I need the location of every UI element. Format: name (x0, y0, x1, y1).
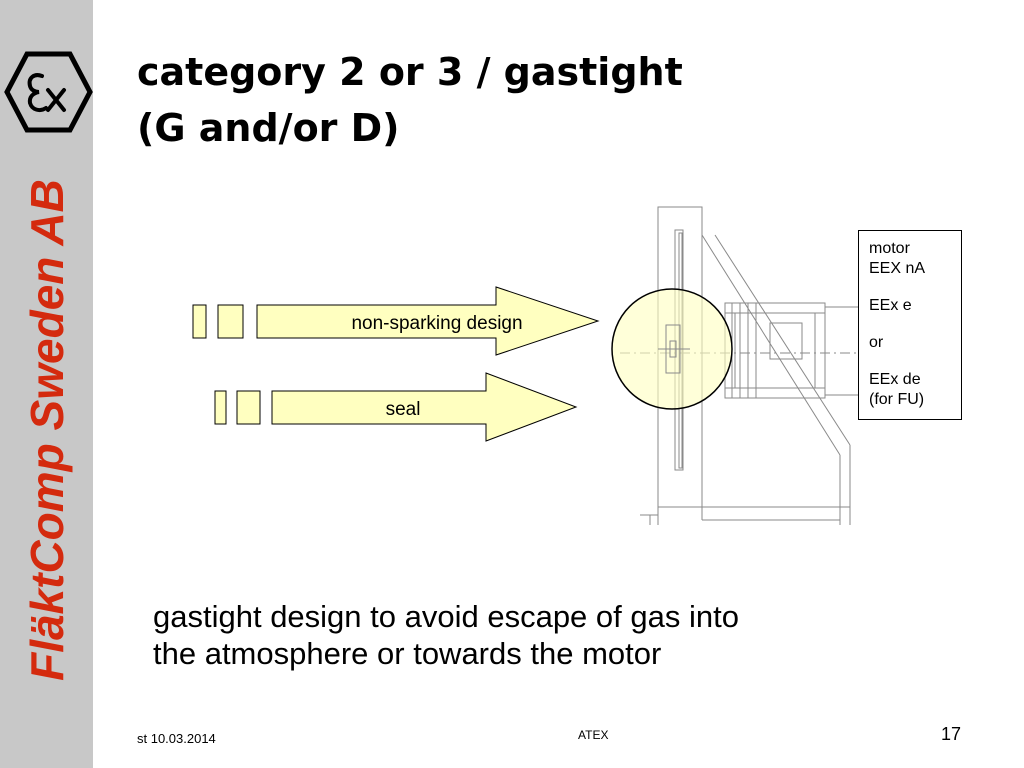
arrow-seal: seal (214, 372, 578, 442)
ex-hexagon-icon (4, 51, 93, 133)
caption-line-1: gastight design to avoid escape of gas i… (153, 599, 739, 634)
motor-line-motor: motor (869, 240, 910, 257)
footer-date: st 10.03.2014 (137, 731, 216, 746)
arrow-non-sparking: non-sparking design (192, 286, 600, 356)
brand-text: FläktComp Sweden AB (21, 179, 73, 681)
motor-line-for-fu: (for FU) (869, 391, 925, 408)
gastight-region (611, 288, 733, 410)
footer-title: ATEX (578, 728, 609, 742)
sidebar: FläktComp Sweden AB (0, 0, 93, 768)
arrow-label-non-sparking: non-sparking design (351, 313, 522, 334)
caption: gastight design to avoid escape of gas i… (153, 598, 953, 672)
motor-line-eex-na: EEX nA (869, 260, 926, 277)
arrow-label-seal: seal (386, 399, 421, 420)
fan-diagram: non-sparking design seal (192, 206, 960, 525)
motor-line-eex-de: EEx de (869, 371, 921, 388)
motor-line-or: or (869, 334, 884, 351)
motor-protection-box: motor EEX nA EEx e or EEx de (for FU) (858, 230, 962, 420)
motor-line-eex-e: EEx e (869, 297, 912, 314)
title-line-2: (G and/or D) (137, 106, 400, 150)
page-title: category 2 or 3 / gastight (G and/or D) (137, 44, 683, 156)
page-number: 17 (941, 724, 962, 744)
title-line-1: category 2 or 3 / gastight (137, 50, 683, 94)
caption-line-2: the atmosphere or towards the motor (153, 636, 662, 671)
